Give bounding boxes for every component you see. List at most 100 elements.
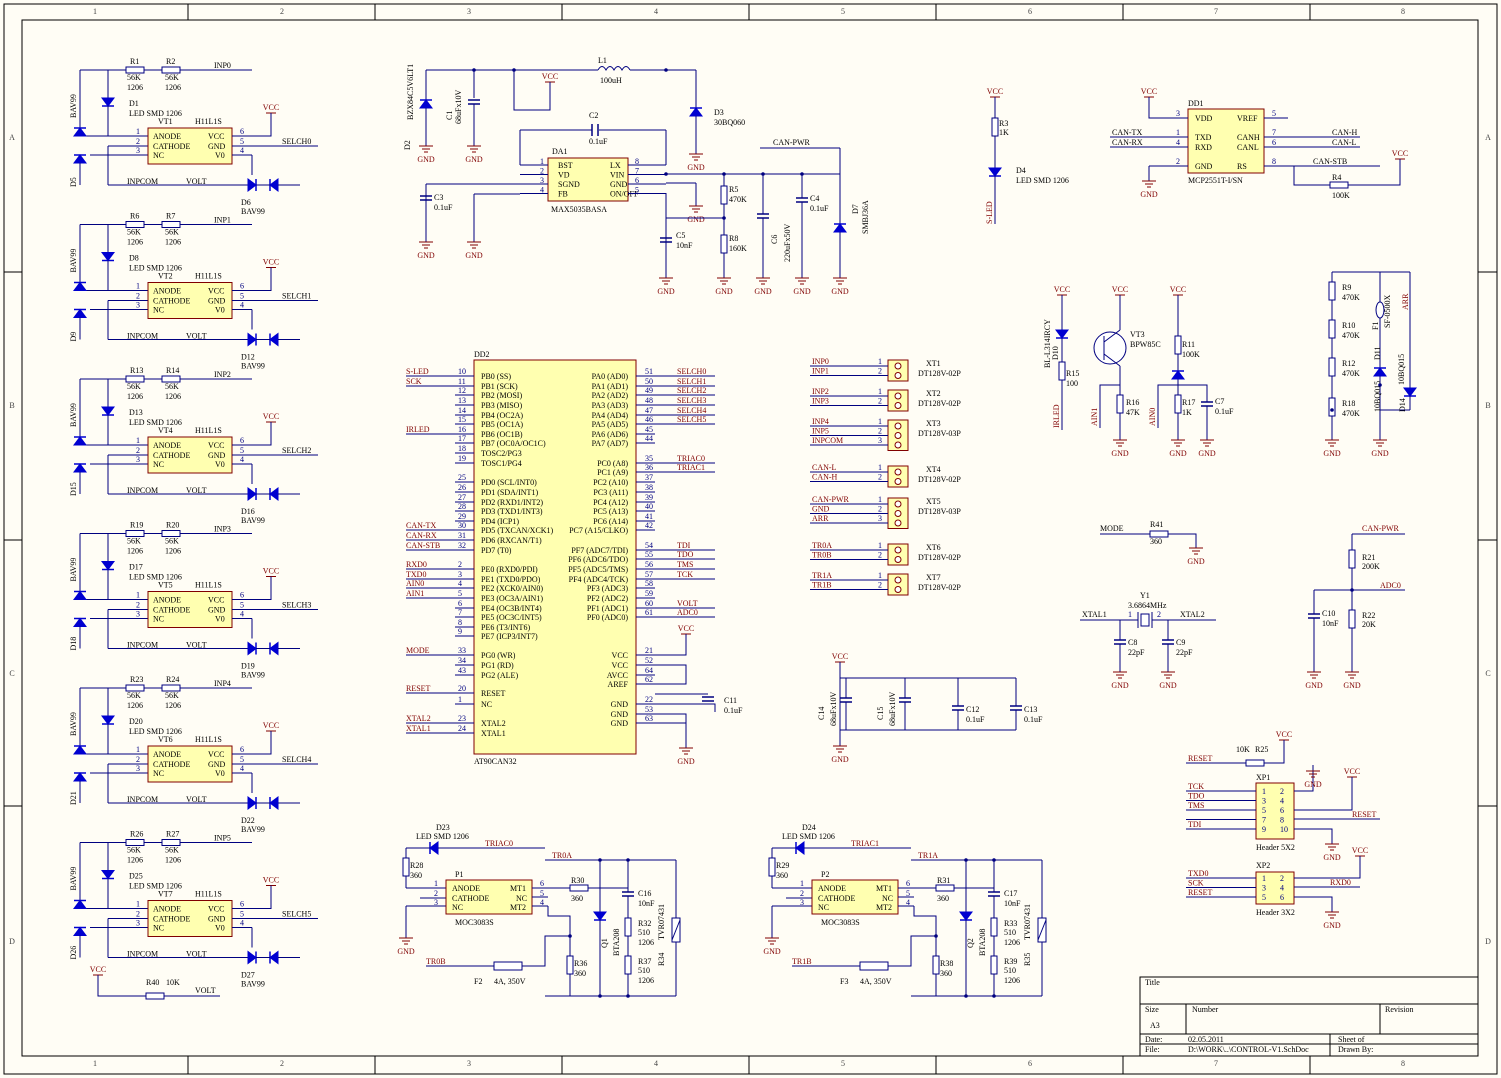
label: 1 <box>136 591 140 600</box>
zone-col-label: 8 <box>1401 1059 1405 1068</box>
ref-VT7: VT7 <box>158 890 173 899</box>
transistor-VT3 <box>1093 331 1127 365</box>
label: RXD <box>1195 143 1212 152</box>
connector-XT2 <box>887 389 909 412</box>
label: 1206 <box>1004 976 1020 985</box>
label: 7 <box>1262 816 1266 825</box>
zone-row-label: B <box>9 401 14 410</box>
label: 3 <box>1176 109 1180 118</box>
net-INP0: INP0 <box>214 61 231 70</box>
pin-59: PF2 (ADC2) <box>587 594 628 603</box>
label: 7 <box>458 608 462 617</box>
label: MOC3083S <box>455 918 494 927</box>
gnd-label: GND <box>657 287 675 296</box>
label: 10 <box>458 367 466 376</box>
label: GND <box>610 180 628 189</box>
label: R16 <box>1126 398 1139 407</box>
pin-44: PA7 (AD7) <box>592 439 629 448</box>
label: BAV99 <box>241 980 265 989</box>
junction <box>722 172 726 176</box>
label: 1206 <box>127 701 143 710</box>
wire <box>1037 919 1047 941</box>
connector-XT6 <box>887 543 909 566</box>
resistor-R3 <box>991 117 999 137</box>
label: PG0 (WR) <box>481 651 516 660</box>
wire <box>232 430 272 446</box>
label: VDD <box>1195 114 1213 123</box>
label: 100 <box>1066 379 1078 388</box>
wire <box>97 983 146 997</box>
ref-XT1: XT1 <box>926 359 941 368</box>
gnd-label: GND <box>687 163 705 172</box>
diode-D6 <box>247 178 257 192</box>
label: NC <box>452 903 463 912</box>
pin-61: PF0 (ADC0) <box>587 613 628 622</box>
label: 360 <box>1150 537 1162 546</box>
ic-VT5 <box>147 591 233 628</box>
ref-R14: R14 <box>166 366 179 375</box>
junction <box>664 172 668 176</box>
net-RXD0: RXD0 <box>1330 878 1351 887</box>
net-ARR: ARR <box>812 514 829 523</box>
label: R38 <box>940 959 953 968</box>
label: CANL <box>1237 143 1259 152</box>
label: PE2 (XCK0/AIN0) <box>481 584 543 593</box>
label: 2 <box>878 473 882 482</box>
label: 2 <box>540 167 544 176</box>
label: PE7 (ICP3/INT7) <box>481 632 538 641</box>
label: LED SMD 1206 <box>416 832 469 841</box>
label: 56K <box>165 73 179 82</box>
label: ON/OFF <box>610 190 639 199</box>
ref-D5: D5 <box>69 177 78 187</box>
label: 4 <box>240 146 244 155</box>
net-TR0A: TR0A <box>552 851 572 860</box>
gnd-label: GND <box>831 287 849 296</box>
label: DT128V-03P <box>918 429 961 438</box>
label: 5 <box>635 186 639 195</box>
label: 1 <box>136 436 140 445</box>
label: 2 <box>136 137 140 146</box>
label: 0.1uF <box>1215 407 1234 416</box>
label: R3 <box>999 119 1008 128</box>
label: C12 <box>966 705 979 714</box>
pin-60: PF1 (ADC1) <box>587 604 628 613</box>
net-INP1: INP1 <box>214 216 231 225</box>
label: R10 <box>1342 321 1355 330</box>
net-CAN-PWR: CAN-PWR <box>1362 524 1400 533</box>
resistor-R33 <box>990 917 998 937</box>
sheet-label: Sheet of <box>1338 1035 1365 1044</box>
label: 2 <box>878 551 882 560</box>
label: CAN-L <box>1332 138 1357 147</box>
zone-row-label: D <box>1485 937 1491 946</box>
label: D3 <box>714 108 724 117</box>
pin-56: PF5 (ADC5/TMS) <box>568 565 628 574</box>
label: RESET <box>481 689 506 698</box>
label: 1 <box>1262 787 1266 796</box>
label: H11L1S <box>195 426 222 435</box>
label: 1 <box>878 541 882 550</box>
label: 100K <box>1182 350 1200 359</box>
label: R21 <box>1362 553 1375 562</box>
label: GND <box>208 915 226 924</box>
net-ADC0: ADC0 <box>1380 581 1401 590</box>
net-SELCH2: SELCH2 <box>677 386 706 395</box>
pin-42: PC7 (A15/CLKO) <box>569 526 628 535</box>
junction <box>472 68 476 72</box>
label: 8 <box>1280 816 1284 825</box>
label: 4 <box>458 579 462 588</box>
label: 1206 <box>127 856 143 865</box>
label: V0 <box>215 306 225 315</box>
label: 2 <box>136 292 140 301</box>
junction <box>934 934 938 938</box>
label: VCC <box>208 750 224 759</box>
wire <box>1294 896 1333 906</box>
wire <box>1348 167 1401 186</box>
wire <box>1099 384 1120 428</box>
label: PD6 (RXCAN/T1) <box>481 536 542 545</box>
val-D10: BL-L314IRCY <box>1043 319 1052 368</box>
label: 3 <box>136 146 140 155</box>
ref-D8: D8 <box>129 254 139 263</box>
net-ARR: ARR <box>1401 293 1410 310</box>
